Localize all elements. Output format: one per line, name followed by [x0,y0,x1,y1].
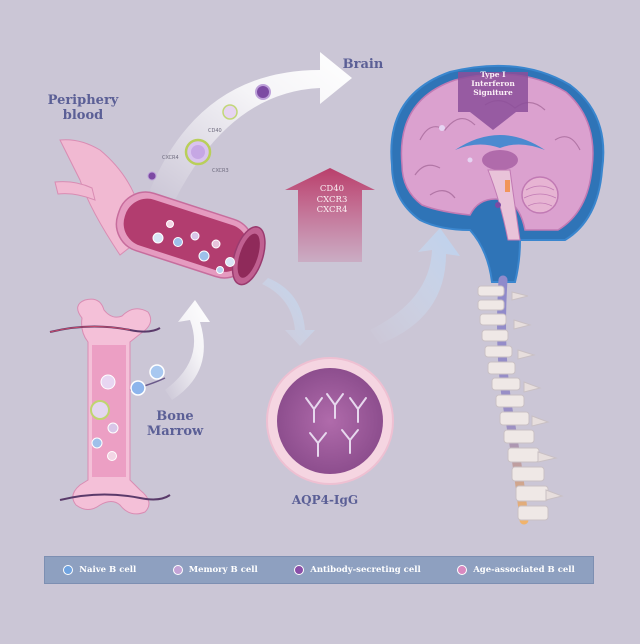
bone [49,298,171,515]
label-bone-marrow: Bone Marrow [146,409,204,439]
age-associated-b-cell-dot [457,565,468,575]
label-cd40: CD40 [208,128,222,134]
legend-item-antibody-secreting-cell: Antibody-secreting cell [294,565,421,575]
spinous-processes [511,291,564,501]
legend: Naive B cell Memory B cell Antibody-secr… [44,556,594,584]
spine [477,275,564,525]
label-interferon: Type I Interferon Signiture [471,70,515,97]
receptor-arrow [285,168,375,262]
label-cxcr4: CXCR4 [162,155,179,161]
arrow-aqp4-to-brain [370,228,460,344]
memory-b-cell-dot [172,565,183,575]
naive-b-cell-dot [63,565,74,575]
label-periphery-blood: Periphery blood [47,93,119,123]
legend-label: Naive B cell [79,565,137,575]
legend-label: Age-associated B cell [473,565,575,575]
label-brain: Brain [342,57,384,72]
label-cxcr3: CXCR3 [212,168,229,174]
legend-item-naive-b-cell: Naive B cell [63,565,136,575]
blood-vessel [54,139,266,286]
antibody-secreting-cell-dot [294,565,305,575]
vessel-cells [152,220,235,274]
aqp4-igg-circle [266,357,394,485]
legend-label: Antibody-secreting cell [310,565,421,575]
arrow-bone-to-blood [165,300,210,400]
label-aqp4-igg: AQP4-IgG [291,493,359,507]
label-receptors: CD40 CXCR3 CXCR4 [316,184,348,216]
arrow-blood-to-aqp4 [262,278,315,346]
arrow-to-brain [150,52,352,200]
brain [390,64,605,283]
legend-item-memory-b-cell: Memory B cell [172,565,258,575]
legend-item-age-associated-b-cell: Age-associated B cell [457,565,575,575]
migrating-cells [147,84,271,181]
vertebrae [477,285,549,521]
legend-label: Memory B cell [188,565,258,575]
